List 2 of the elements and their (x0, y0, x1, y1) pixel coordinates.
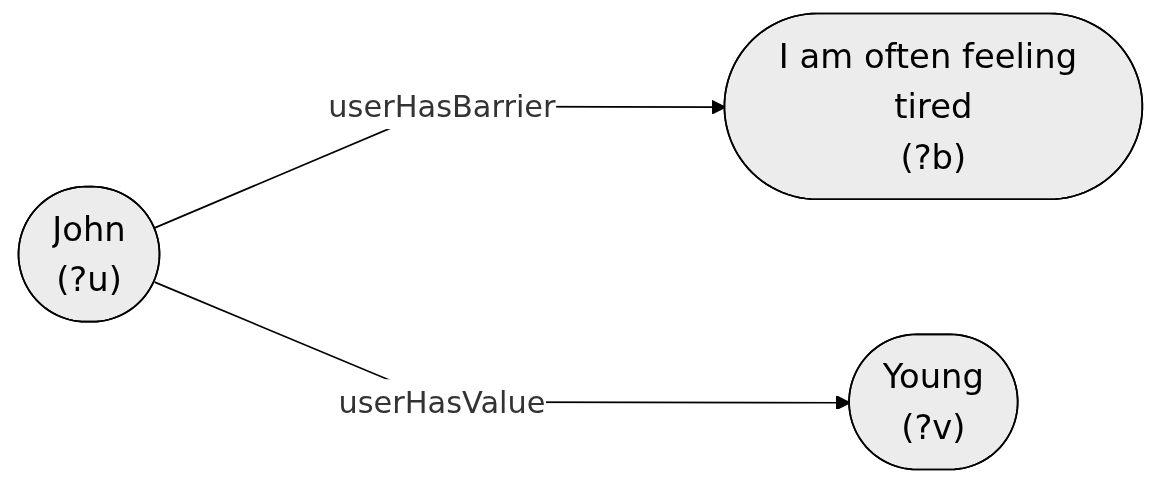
edge-label: userHasBarrier (327, 88, 556, 125)
edge-label: userHasValue (337, 384, 546, 420)
